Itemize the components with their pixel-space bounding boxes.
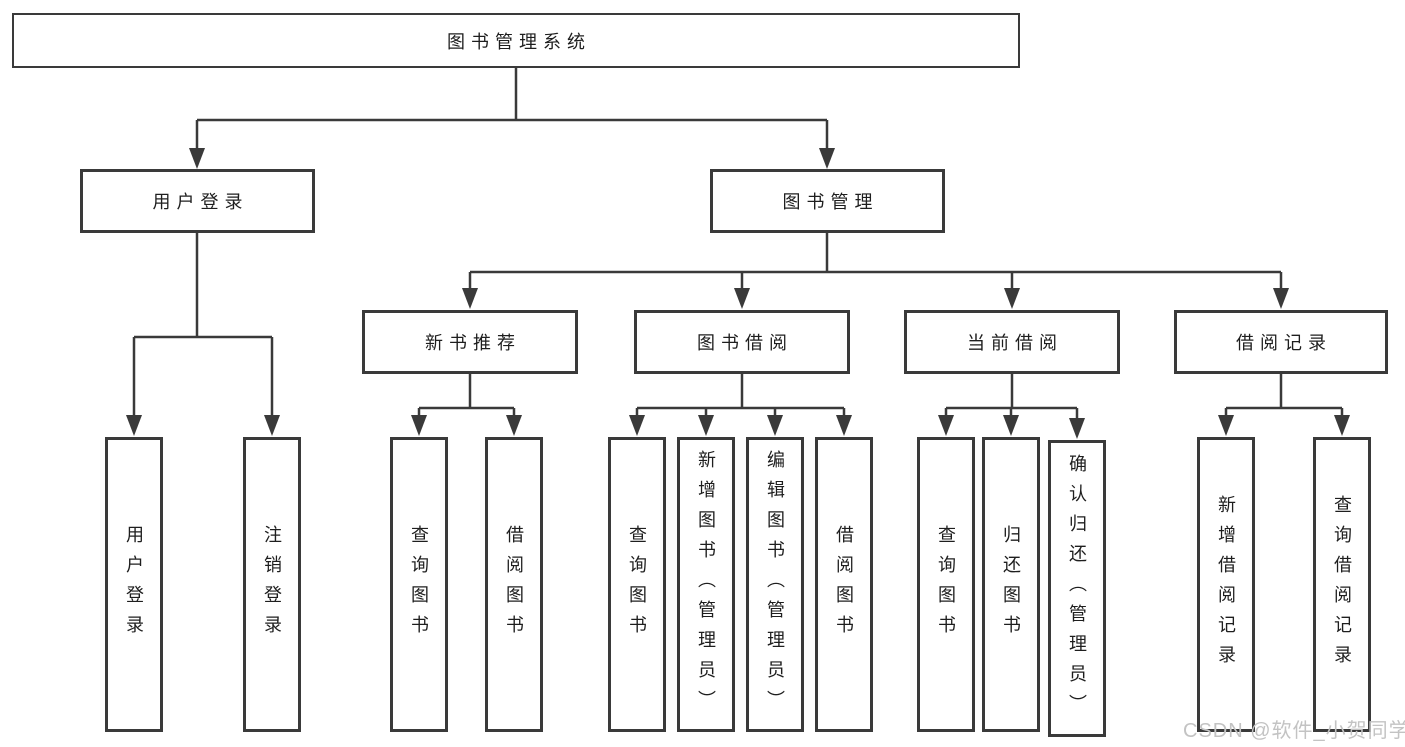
node-label: 借阅图书	[834, 524, 854, 645]
arrowhead	[126, 415, 142, 436]
arrowhead	[1218, 415, 1234, 436]
arrowhead	[734, 288, 750, 309]
node-label: 当前借阅	[967, 333, 1063, 353]
arrowhead	[1004, 288, 1020, 309]
node-label: 编辑图书（管理员）	[765, 449, 785, 720]
leaf-return-book: 归还图书	[982, 437, 1040, 732]
arrowhead	[264, 415, 280, 436]
connector-login-to-leaves	[132, 232, 274, 418]
node-label: 图书管理	[782, 192, 879, 212]
node-new-book-recommend: 新书推荐	[362, 310, 578, 374]
node-label: 查询借阅记录	[1332, 494, 1352, 675]
leaf-query-book-recommend: 查询图书	[390, 437, 448, 732]
arrowhead	[767, 415, 783, 436]
arrowhead	[1003, 415, 1019, 436]
arrowhead	[462, 288, 478, 309]
node-user-login: 用户登录	[80, 169, 315, 233]
node-label: 借阅记录	[1236, 333, 1332, 353]
arrowhead	[698, 415, 714, 436]
arrowhead	[629, 415, 645, 436]
leaf-query-book-borrow: 查询图书	[608, 437, 666, 732]
node-label: 图书借阅	[697, 333, 793, 353]
node-book-manage: 图书管理	[710, 169, 945, 233]
csdn-watermark: CSDN @软件_小贺同学	[1183, 720, 1405, 742]
arrowhead	[1334, 415, 1350, 436]
node-label: 查询图书	[409, 524, 429, 645]
node-book-borrow: 图书借阅	[634, 310, 850, 374]
node-root-system: 图书管理系统	[12, 13, 1020, 68]
arrowhead	[189, 148, 205, 169]
arrowhead	[836, 415, 852, 436]
arrowhead	[938, 415, 954, 436]
node-current-borrow: 当前借阅	[904, 310, 1120, 374]
connector-record-to-leaves	[1224, 374, 1344, 418]
connector-current-to-leaves	[944, 374, 1079, 421]
leaf-query-borrow-record: 查询借阅记录	[1313, 437, 1371, 732]
leaf-logout: 注销登录	[243, 437, 301, 732]
arrowhead	[1273, 288, 1289, 309]
node-label: 查询图书	[627, 524, 647, 645]
node-label: 图书管理系统	[447, 31, 591, 52]
arrowhead	[819, 148, 835, 169]
leaf-borrow-book: 借阅图书	[815, 437, 873, 732]
node-label: 新书推荐	[425, 333, 521, 353]
node-label: 新增图书（管理员）	[696, 449, 716, 720]
arrowhead	[506, 415, 522, 436]
node-label: 归还图书	[1001, 524, 1021, 645]
connector-borrow-to-leaves	[635, 374, 846, 418]
leaf-borrow-book-recommend: 借阅图书	[485, 437, 543, 732]
connector-manage-to-level3	[468, 232, 1283, 291]
leaf-query-book-current: 查询图书	[917, 437, 975, 732]
arrowhead	[1069, 418, 1085, 439]
connector-recommend-to-leaves	[417, 374, 516, 418]
node-label: 新增借阅记录	[1216, 494, 1236, 675]
leaf-add-borrow-record: 新增借阅记录	[1197, 437, 1255, 732]
node-borrow-record: 借阅记录	[1174, 310, 1388, 374]
leaf-user-login: 用户登录	[105, 437, 163, 732]
node-label: 用户登录	[124, 524, 144, 645]
leaf-confirm-return-admin: 确认归还（管理员）	[1048, 440, 1106, 737]
node-label: 注销登录	[262, 524, 282, 645]
leaf-add-book-admin: 新增图书（管理员）	[677, 437, 735, 732]
node-label: 用户登录	[152, 192, 249, 212]
node-label: 确认归还（管理员）	[1067, 453, 1087, 724]
connector-root-to-level2	[195, 68, 829, 151]
arrowhead	[411, 415, 427, 436]
node-label: 查询图书	[936, 524, 956, 645]
leaf-edit-book-admin: 编辑图书（管理员）	[746, 437, 804, 732]
node-label: 借阅图书	[504, 524, 524, 645]
